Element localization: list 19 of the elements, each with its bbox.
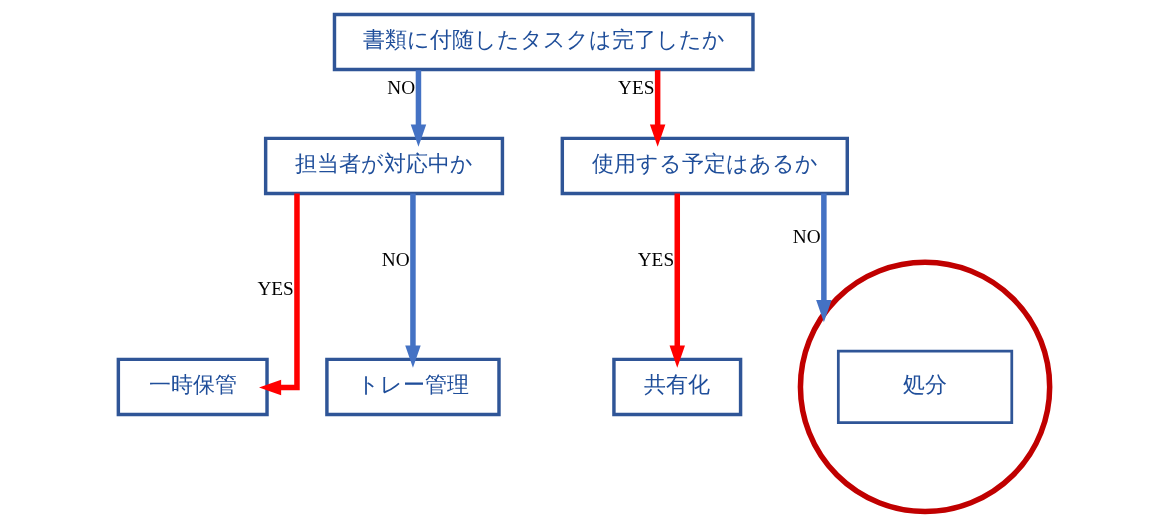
edge-label: NO xyxy=(792,225,821,247)
arrow xyxy=(404,192,421,368)
node-box: 一時保管 xyxy=(116,357,269,416)
arrow xyxy=(649,69,665,147)
node-box: 共有化 xyxy=(611,357,742,416)
node-box: 書類に付随したタスクは完了したか xyxy=(332,12,755,71)
edge-label: NO xyxy=(381,248,410,270)
node-box: 使用する予定はあるか xyxy=(560,136,849,195)
edge-label: YES xyxy=(256,277,294,299)
node-box: 担当者が対応中か xyxy=(263,136,504,195)
edge-label: YES xyxy=(637,248,674,270)
arrow xyxy=(258,193,300,395)
arrow xyxy=(669,192,685,368)
arrow xyxy=(410,69,426,147)
node-circle: 処分 xyxy=(797,259,1052,514)
arrow xyxy=(815,192,832,322)
node-box: トレー管理 xyxy=(324,357,501,416)
edge-label: YES xyxy=(617,76,655,98)
edge-label: NO xyxy=(386,76,415,98)
